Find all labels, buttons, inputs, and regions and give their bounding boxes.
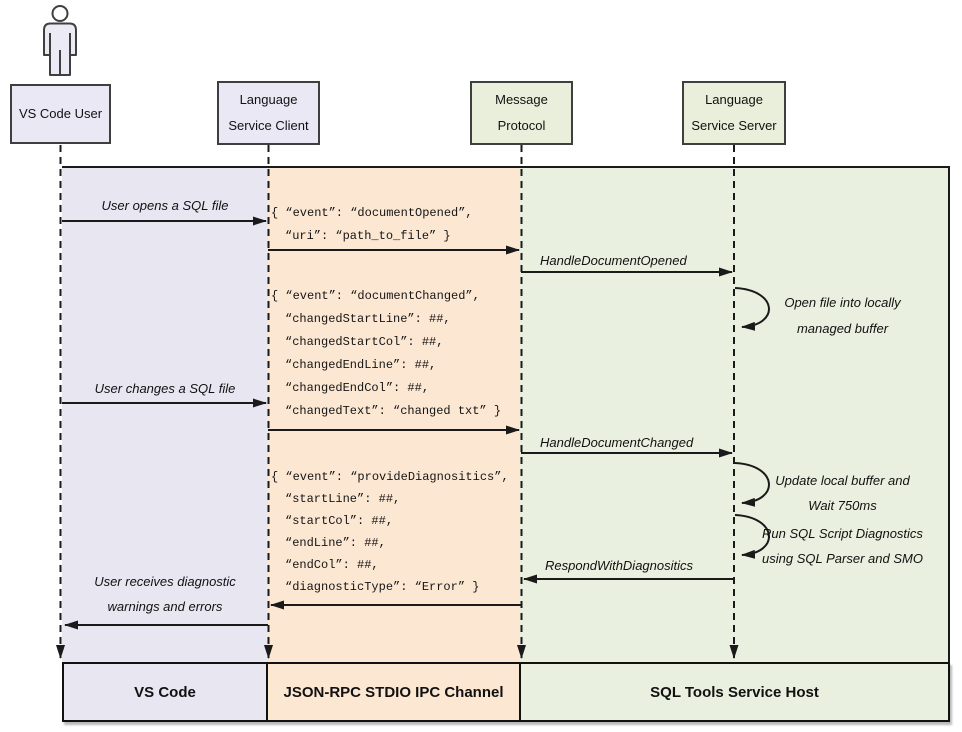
footer-label: JSON-RPC STDIO IPC Channel [283, 683, 504, 701]
label-user-opens: User opens a SQL file [101, 198, 229, 213]
actor-box-message-protocol: Message Protocol [470, 81, 573, 145]
payload-line: “changedStartCol”: ##, [285, 335, 444, 349]
label-handle-document-opened: HandleDocumentOpened [540, 253, 687, 268]
actor-label: Service Server [691, 118, 777, 133]
actor-label: Service Client [228, 118, 309, 133]
note-update-buffer: Update local buffer and Wait 750ms [735, 468, 950, 518]
footer-box-ipc-channel: JSON-RPC STDIO IPC Channel [268, 662, 521, 722]
note-line: Run SQL Script Diagnostics [762, 526, 923, 541]
note-open-file: Open file into locally managed buffer [735, 290, 950, 342]
payload-line: “uri”: “path_to_file” } [285, 229, 451, 243]
note-line: using SQL Parser and SMO [762, 551, 923, 566]
label-handle-document-changed: HandleDocumentChanged [540, 435, 694, 450]
footer-box-vscode: VS Code [62, 662, 268, 722]
actor-label: Protocol [497, 118, 546, 133]
payload-line: “startLine”: ##, [285, 492, 401, 506]
payload-document-changed: { “event”: “documentChanged”, “changedSt… [271, 285, 501, 423]
note-line: Wait 750ms [808, 498, 877, 513]
payload-line: “changedText”: “changed txt” } [285, 404, 502, 418]
note-line: Update local buffer and [775, 473, 910, 488]
label-user-changes: User changes a SQL file [94, 381, 236, 396]
actor-label: Language [239, 92, 298, 107]
person-icon [43, 5, 77, 76]
label-user-receives-line2: warnings and errors [107, 599, 223, 614]
actor-box-language-service-server: Language Service Server [682, 81, 786, 145]
payload-line: “changedEndLine”: ##, [285, 358, 437, 372]
actor-box-language-service-client: Language Service Client [217, 81, 320, 145]
payload-line: “changedStartLine”: ##, [285, 312, 451, 326]
payload-line: { “event”: “documentChanged”, [271, 289, 480, 303]
actor-box-vscode-user: VS Code User [10, 84, 111, 144]
footer-label: VS Code [134, 683, 196, 701]
payload-line: “endCol”: ##, [285, 558, 379, 572]
actor-label: Language [705, 92, 763, 107]
payload-document-opened: { “event”: “documentOpened”, “uri”: “pat… [271, 202, 473, 248]
payload-line: “endLine”: ##, [285, 536, 386, 550]
footer-label: SQL Tools Service Host [650, 683, 819, 701]
actor-label: VS Code User [18, 106, 103, 121]
payload-line: “changedEndCol”: ##, [285, 381, 430, 395]
note-line: Open file into locally [784, 295, 901, 310]
payload-line: “diagnosticType”: “Error” } [285, 580, 480, 594]
actor-label: Message [495, 92, 548, 107]
footer-row: VS Code JSON-RPC STDIO IPC Channel SQL T… [62, 662, 950, 722]
payload-line: “startCol”: ##, [285, 514, 394, 528]
label-user-receives-line1: User receives diagnostic [94, 574, 236, 589]
payload-line: { “event”: “documentOpened”, [271, 206, 473, 220]
payload-provide-diagnositics: { “event”: “provideDiagnositics”, “start… [271, 466, 509, 598]
note-line: managed buffer [796, 321, 889, 336]
note-run-diagnostics: Run SQL Script Diagnostics using SQL Par… [735, 521, 950, 571]
lane-service-host [519, 168, 948, 662]
payload-line: { “event”: “provideDiagnositics”, [271, 470, 509, 484]
footer-box-service-host: SQL Tools Service Host [521, 662, 950, 722]
label-respond-with-diagnositics: RespondWithDiagnositics [545, 558, 694, 573]
lane-vscode [62, 168, 268, 662]
